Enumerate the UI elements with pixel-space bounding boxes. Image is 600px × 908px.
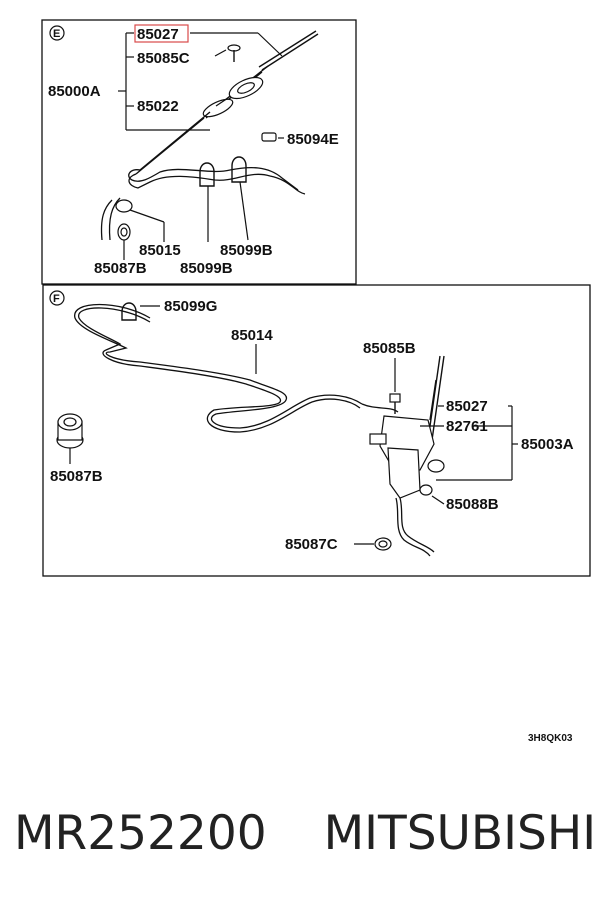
cable-e — [128, 173, 306, 195]
label-85027-f: 85027 — [446, 398, 488, 415]
parts-diagram: E — [41, 19, 591, 744]
panel-f-badge — [49, 290, 65, 306]
label-85099b-1: 85099B — [220, 242, 273, 259]
grommet-85015 — [115, 199, 133, 213]
label-85000a: 85000A — [48, 83, 101, 100]
antenna-motor-assembly — [361, 355, 445, 557]
label-85027-e: 85027 — [137, 26, 179, 43]
label-85085c: 85085C — [137, 50, 190, 67]
clamp-85099g — [121, 302, 137, 321]
panel-e-badge — [49, 25, 65, 41]
label-85087b-f: 85087B — [50, 468, 103, 485]
diagram-code: 3H8QK03 — [528, 733, 573, 744]
label-85003a: 85003A — [521, 436, 574, 453]
panel-f-id: F — [53, 293, 60, 305]
label-85015: 85015 — [139, 242, 181, 259]
panel-e: E — [41, 19, 357, 285]
clamp-85099b-1 — [199, 162, 215, 187]
label-82761: 82761 — [446, 418, 488, 435]
panel-e-id: E — [53, 28, 60, 40]
highlight-box — [134, 24, 189, 43]
nut-85088b — [419, 484, 433, 496]
caption-brand: MITSUBISHI — [323, 806, 597, 861]
screw-85085c — [227, 44, 241, 62]
caption: MR252200 MITSUBISHI — [14, 806, 597, 861]
clip-85094e — [261, 132, 277, 142]
label-85088b: 85088B — [446, 496, 499, 513]
bolt-85085b — [389, 393, 401, 414]
caption-part-number: MR252200 — [14, 806, 267, 861]
label-85085b: 85085B — [363, 340, 416, 357]
label-85099g: 85099G — [164, 298, 217, 315]
clamp-85099b-2 — [231, 156, 247, 183]
label-85022: 85022 — [137, 98, 179, 115]
label-85099b-2: 85099B — [180, 260, 233, 277]
label-85087c: 85087C — [285, 536, 338, 553]
panel-f: F — [42, 284, 591, 577]
panel-f-frame — [42, 284, 591, 577]
label-85014: 85014 — [231, 327, 273, 344]
panel-e-frame — [41, 19, 357, 285]
label-85087b-e: 85087B — [94, 260, 147, 277]
cable-85014 — [74, 303, 363, 429]
grommet-85087b-f — [56, 413, 84, 449]
antenna-mast-e — [135, 30, 319, 175]
label-85094e: 85094E — [287, 131, 339, 148]
